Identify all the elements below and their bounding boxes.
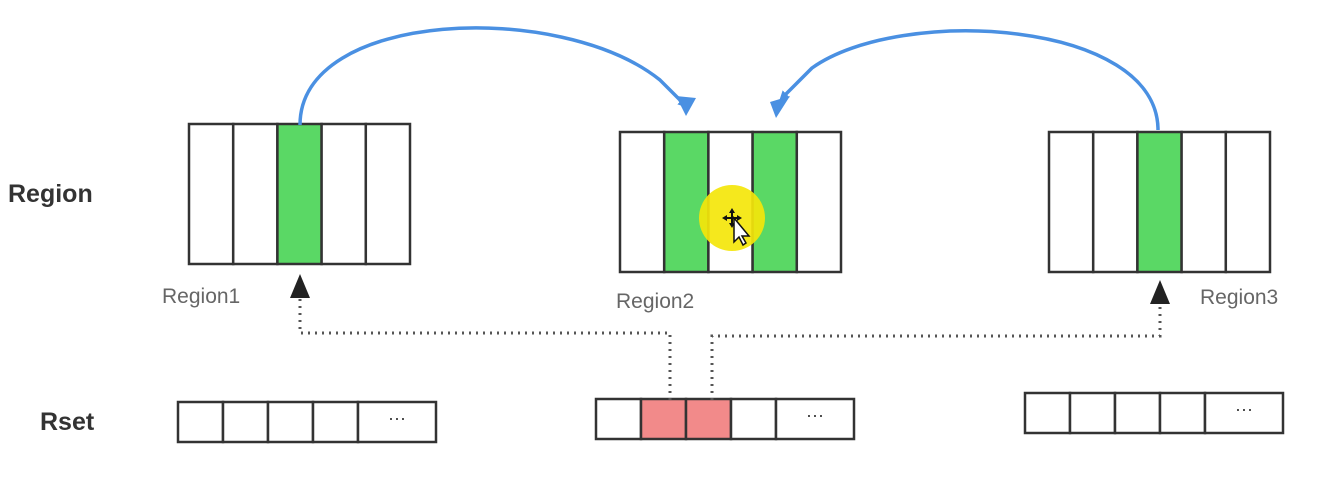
arrowhead-region2-left	[676, 96, 696, 116]
arc-region1-to-region2	[298, 26, 688, 126]
rset-cell-more	[774, 397, 856, 441]
region-card-3	[1047, 130, 1272, 274]
rset-rows: ··· ··· ···	[176, 391, 1285, 444]
region-row-label: Region	[8, 180, 93, 208]
rset-more-ellipsis: ···	[388, 408, 406, 428]
rset-cell-more	[1203, 391, 1285, 435]
rset-row-2: ···	[594, 397, 856, 441]
arc-region3-to-region2	[779, 29, 1160, 131]
dotted-ref-to-region1	[298, 295, 672, 400]
rset-cell	[1023, 391, 1072, 435]
region-cell	[320, 122, 368, 266]
rset-cell-entry	[639, 397, 688, 441]
rset-cell	[311, 400, 360, 444]
region-card-1	[187, 122, 412, 266]
rset-row-1: ···	[176, 400, 438, 444]
region-cell	[187, 122, 235, 266]
region-cell	[231, 122, 279, 266]
region-cell	[1180, 130, 1228, 274]
region2-label: Region2	[616, 290, 695, 313]
region1-label: Region1	[162, 285, 241, 308]
rset-row-3: ···	[1023, 391, 1285, 435]
region-cell	[1224, 130, 1272, 274]
dotted-ref-to-region3	[710, 300, 1162, 400]
rset-more-ellipsis: ···	[1235, 399, 1253, 419]
region-cell	[364, 122, 412, 266]
region-cell	[795, 130, 843, 274]
rset-row-label: Rset	[40, 408, 95, 436]
rset-cell	[266, 400, 315, 444]
rset-cell-more	[356, 400, 438, 444]
rset-cell	[594, 397, 643, 441]
region-cell	[618, 130, 666, 274]
rset-cell-entry	[684, 397, 733, 441]
rset-cell	[221, 400, 270, 444]
rset-cell	[1158, 391, 1207, 435]
rset-cell	[176, 400, 225, 444]
region-cell	[1091, 130, 1139, 274]
arrowhead-region2-right	[770, 96, 790, 118]
region-cell-referenced	[276, 122, 323, 266]
region-cell	[1047, 130, 1095, 274]
rset-cell	[1068, 391, 1117, 435]
arrowhead-region3-up	[1150, 280, 1170, 304]
rset-cell	[729, 397, 778, 441]
arrowhead-region1-up	[290, 274, 310, 298]
rset-more-ellipsis: ···	[806, 405, 824, 425]
move-cursor-icon	[722, 208, 751, 247]
region-cell-referenced	[662, 130, 710, 274]
rset-cell	[1113, 391, 1162, 435]
region-cell-referenced	[1136, 130, 1183, 274]
region3-label: Region3	[1200, 286, 1279, 309]
